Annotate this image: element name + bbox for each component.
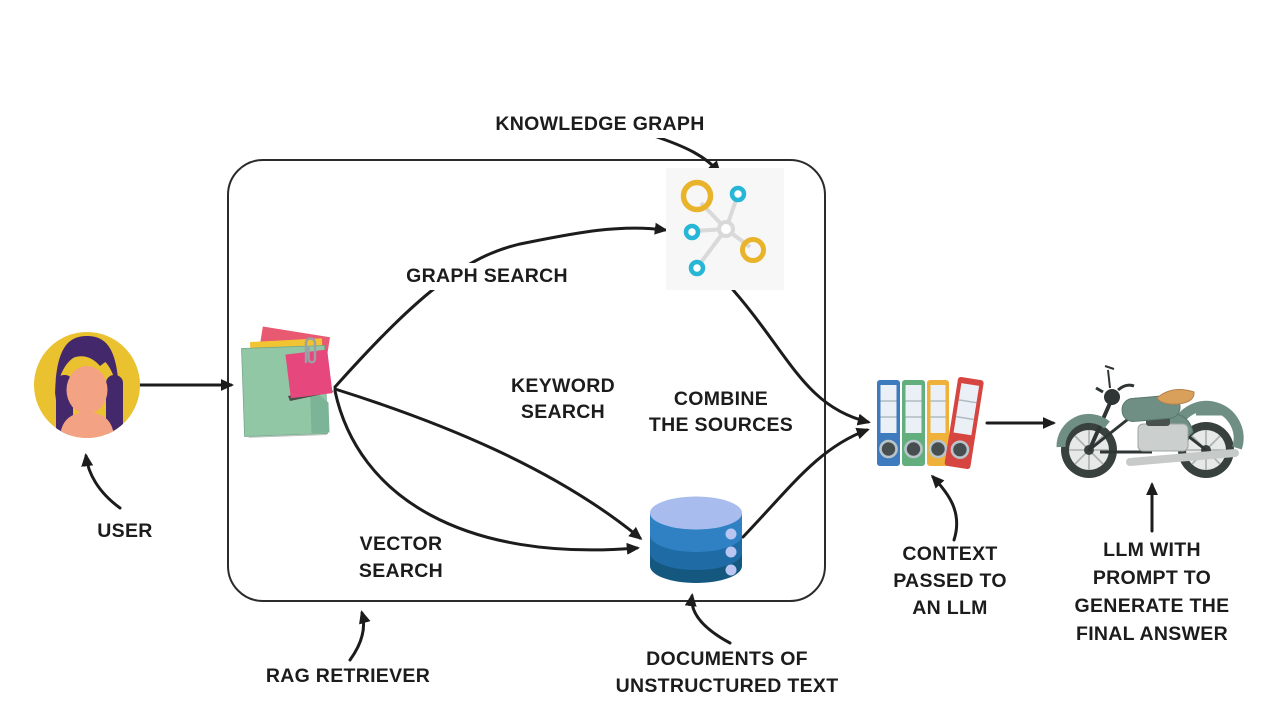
motorcycle-icon xyxy=(1056,365,1244,478)
arrow-graph-search xyxy=(333,222,668,389)
arrow-context-label xyxy=(930,474,959,542)
combine-sources-label: COMBINE THE SOURCES xyxy=(648,388,794,436)
arrows xyxy=(81,133,1158,662)
vector-search-label: VECTOR SEARCH xyxy=(358,533,444,582)
llm-label: LLM WITH PROMPT TO GENERATE THE FINAL AN… xyxy=(1074,539,1230,645)
knowledge-graph-icon xyxy=(666,168,784,290)
knowledge-graph-label: KNOWLEDGE GRAPH xyxy=(460,111,740,138)
binders-icon xyxy=(877,376,984,470)
context-label: CONTEXT PASSED TO AN LLM xyxy=(893,543,1007,619)
documents-folder-icon xyxy=(241,326,333,438)
documents-label: DOCUMENTS OF UNSTRUCTURED TEXT xyxy=(615,648,839,697)
arrow-user-label xyxy=(81,453,122,510)
user-label: USER xyxy=(97,520,153,542)
paperclip-icon xyxy=(304,337,317,364)
graph-search-label: GRAPH SEARCH xyxy=(377,263,597,290)
arrow-documents-label xyxy=(684,593,732,645)
rag-retriever-label: RAG RETRIEVER xyxy=(265,665,431,687)
database-icon xyxy=(650,496,742,583)
arrow-knowledge-graph-label xyxy=(649,133,721,175)
arrow-db-to-binders xyxy=(741,427,870,539)
arrow-rag-retriever-label xyxy=(348,610,371,662)
arrow-vector-search xyxy=(333,389,640,555)
user-avatar-icon xyxy=(34,332,140,438)
arrow-keyword-search xyxy=(333,387,643,540)
keyword-search-label: KEYWORD SEARCH xyxy=(511,375,615,423)
arrow-graph-to-binders xyxy=(724,280,871,426)
